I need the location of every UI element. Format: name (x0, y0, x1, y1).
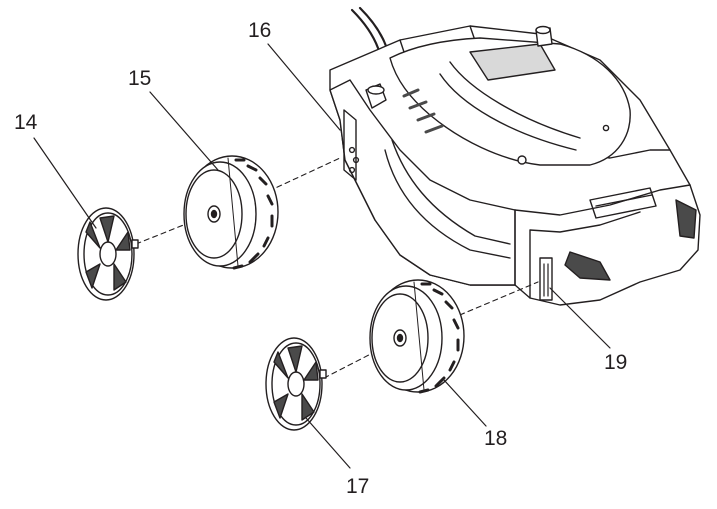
callout-16: 16 (248, 19, 272, 42)
leader-lines (33, 43, 611, 469)
callout-18: 18 (484, 427, 508, 450)
callout-15: 15 (128, 67, 152, 90)
callout-19: 19 (604, 351, 628, 374)
callout-17: 17 (346, 475, 370, 498)
hub-cap-right (265, 337, 327, 431)
wheel-right (369, 279, 465, 394)
wheel-left (183, 155, 279, 270)
mower-housing (329, 6, 701, 306)
callout-14: 14 (14, 111, 38, 134)
hub-cap-left (77, 207, 139, 301)
